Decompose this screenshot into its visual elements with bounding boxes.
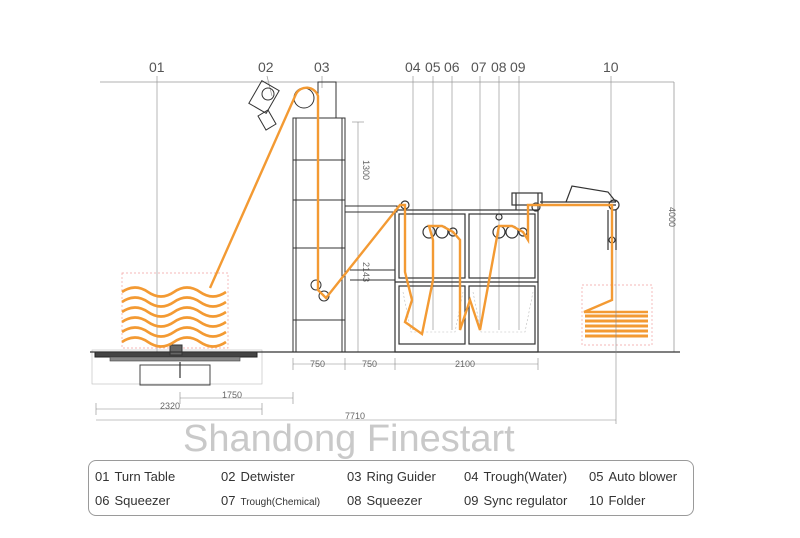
trough-block <box>394 192 543 353</box>
callout-02: 02 <box>258 59 274 75</box>
brand-watermark: Shandong Finestart <box>183 418 515 460</box>
vertical-dimensions <box>352 121 364 353</box>
legend-num: 06 <box>95 493 110 508</box>
folder <box>581 284 653 346</box>
legend-label: Squeezer <box>114 493 171 508</box>
legend-label: Trough(Water) <box>483 469 568 484</box>
turn-table <box>91 272 263 386</box>
callout-03: 03 <box>314 59 330 75</box>
legend-item-03: 03 Ring Guider <box>347 469 436 484</box>
legend-num: 04 <box>464 469 479 484</box>
legend-item-02: 02 Detwister <box>221 469 295 484</box>
fabric-wave-stack <box>121 286 227 348</box>
callout-04: 04 <box>405 59 421 75</box>
horizontal-dimensions <box>95 250 617 424</box>
detwister <box>248 80 280 131</box>
dim-2100: 2100 <box>455 359 475 369</box>
legend-item-01: 01 Turn Table <box>95 469 175 484</box>
legend-label: Sync regulator <box>483 493 568 508</box>
callout-07: 07 <box>471 59 487 75</box>
legend-num: 02 <box>221 469 236 484</box>
legend-item-07: 07 Trough(Chemical) <box>221 493 320 508</box>
legend-num: 05 <box>589 469 604 484</box>
legend-num: 07 <box>221 493 236 508</box>
dim-4000: 4000 <box>667 207 677 227</box>
legend-item-08: 08 Squeezer <box>347 493 422 508</box>
legend-item-10: 10 Folder <box>589 493 645 508</box>
legend-num: 09 <box>464 493 479 508</box>
legend-item-04: 04 Trough(Water) <box>464 469 567 484</box>
dim-1750: 1750 <box>222 390 242 400</box>
dim-750-left: 750 <box>310 359 325 369</box>
sync-regulator-frame <box>540 185 620 250</box>
legend-item-06: 06 Squeezer <box>95 493 170 508</box>
callout-labels: 01 02 03 04 05 06 07 08 09 10 <box>149 59 619 75</box>
dim-2143: 2143 <box>361 262 371 282</box>
dim-1300: 1300 <box>361 160 371 180</box>
callout-05: 05 <box>425 59 441 75</box>
legend-num: 03 <box>347 469 362 484</box>
legend-num: 01 <box>95 469 110 484</box>
legend-item-05: 05 Auto blower <box>589 469 677 484</box>
legend-num: 08 <box>347 493 362 508</box>
fabric-path <box>208 86 648 337</box>
legend-label: Folder <box>608 493 646 508</box>
callout-06: 06 <box>444 59 460 75</box>
legend-label: Auto blower <box>608 469 678 484</box>
legend-box: 01 Turn Table 02 Detwister 03 Ring Guider 0… <box>88 460 694 516</box>
callout-10: 10 <box>603 59 619 75</box>
legend-label: Ring Guider <box>366 469 436 484</box>
dim-2320: 2320 <box>160 401 180 411</box>
legend-label: Squeezer <box>366 493 423 508</box>
callout-01: 01 <box>149 59 165 75</box>
legend-label: Turn Table <box>114 469 176 484</box>
callout-08: 08 <box>491 59 507 75</box>
legend-num: 10 <box>589 493 604 508</box>
legend-item-09: 09 Sync regulator <box>464 493 567 508</box>
legend-label: Detwister <box>240 469 295 484</box>
dim-7710: 7710 <box>345 411 365 421</box>
callout-leaders <box>156 75 612 355</box>
callout-09: 09 <box>510 59 526 75</box>
legend-label: Trough(Chemical) <box>240 497 321 508</box>
dim-750-right: 750 <box>362 359 377 369</box>
